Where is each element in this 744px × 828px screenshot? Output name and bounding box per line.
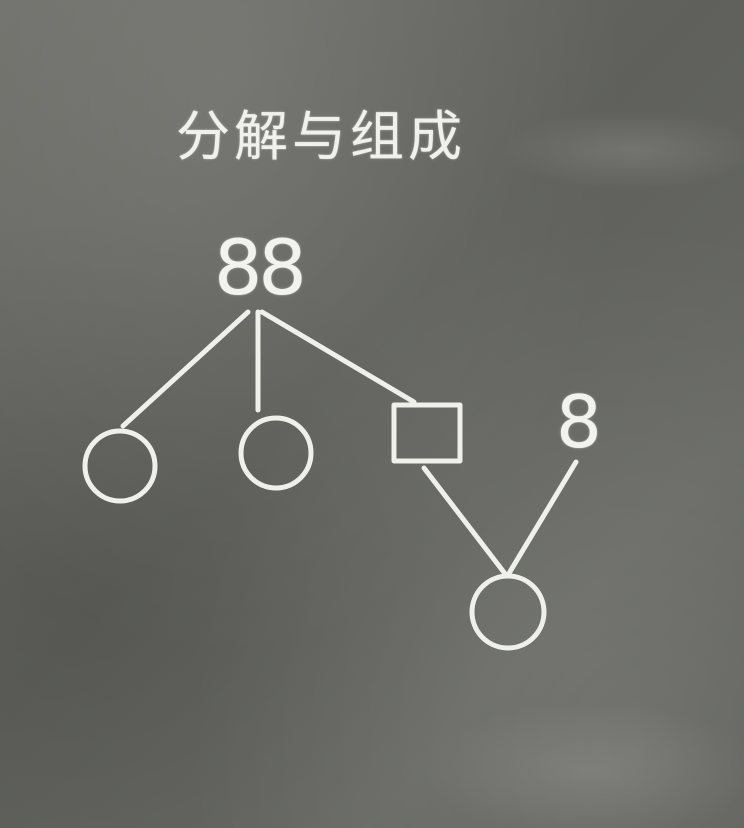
branch-line-right bbox=[259, 309, 417, 405]
known-part-number: 8 bbox=[556, 380, 602, 464]
answer-circle-middle bbox=[238, 415, 314, 491]
branch-line-eight-to-circle bbox=[505, 459, 579, 578]
answer-box bbox=[391, 402, 463, 464]
branch-line-box-to-circle bbox=[421, 465, 509, 578]
answer-circle-left bbox=[82, 428, 158, 504]
page-title: 分解与组成 bbox=[176, 105, 466, 168]
total-number: 88 bbox=[214, 223, 307, 312]
branch-line-left bbox=[120, 309, 251, 429]
answer-circle-bottom bbox=[469, 573, 547, 651]
